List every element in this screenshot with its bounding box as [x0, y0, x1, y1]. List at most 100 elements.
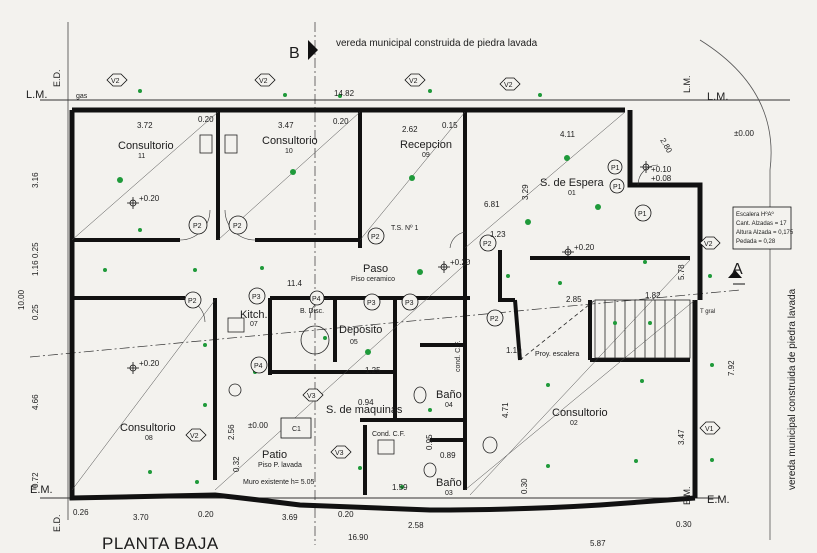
room-esp-num: 01	[568, 190, 576, 197]
lm-corner-label: L.M.	[682, 75, 692, 93]
dim-125: 1.25	[365, 366, 381, 375]
room-c02-name: Consultorio	[552, 407, 608, 419]
dim-370: 3.70	[133, 513, 149, 522]
stair-spec-3: Altura Alzada = 0,175	[736, 230, 794, 236]
room-cond-cf-name: cond. C.F.	[455, 340, 462, 372]
level-1: +0.20	[139, 194, 160, 203]
window-tags	[106, 73, 721, 459]
room-esp-name: S. de Espera	[540, 177, 604, 189]
room-ts-name: T.S. Nº 1	[391, 225, 419, 232]
muro-label: Muro existente h= 5.05	[243, 479, 315, 486]
section-a-label: A	[732, 261, 743, 278]
room-bano04-name: Baño	[436, 389, 462, 401]
ed-bottom-label: E.D.	[52, 514, 62, 532]
tag-p2-f: P2	[490, 316, 499, 323]
dim-372: 3.72	[137, 121, 153, 130]
dim-369: 3.69	[282, 513, 298, 522]
dim-182: 1.82	[645, 291, 661, 300]
em-corner-label: E.M.	[682, 486, 692, 505]
room-proy-name: Proy. escalera	[535, 351, 579, 358]
dim-681: 6.81	[484, 200, 500, 209]
dim-1000: 10.00	[17, 289, 26, 310]
level-6: +0.10	[651, 165, 672, 174]
dim-329: 3.29	[521, 184, 530, 200]
tag-v1: V1	[705, 426, 714, 433]
dim-020d: 0.20	[338, 510, 354, 519]
dim-026: 0.26	[73, 508, 89, 517]
em-right-label: E.M.	[707, 494, 730, 506]
dim-411: 4.11	[560, 130, 576, 139]
room-c02-num: 02	[570, 420, 578, 427]
room-c10-num: 10	[285, 148, 293, 155]
door-tags	[184, 159, 652, 374]
lm-right-label: L.M.	[707, 91, 728, 103]
tag-p3-c: P3	[405, 300, 414, 307]
dim-316: 3.16	[31, 172, 40, 188]
room-bdisc-name: B. Disc.	[300, 308, 324, 315]
t-gral-label: T gral	[700, 309, 715, 315]
tag-p2-e: P2	[188, 298, 197, 305]
dim-025b: 0.25	[31, 304, 40, 320]
gas-label: gas	[76, 93, 88, 100]
dim-256: 2.56	[227, 424, 236, 440]
room-c10-name: Consultorio	[262, 135, 318, 147]
dim-285: 2.85	[566, 295, 582, 304]
dim-094: 0.94	[358, 398, 374, 407]
dim-030: 0.30	[676, 520, 692, 529]
tag-v3-b: V3	[335, 450, 344, 457]
tag-v2-f: V2	[190, 433, 199, 440]
level-5: ±0.00	[248, 421, 269, 430]
dim-1690: 16.90	[348, 533, 369, 542]
dim-792: 7.92	[727, 360, 736, 376]
level-marks	[127, 161, 652, 374]
level-8: ±0.00	[734, 129, 755, 138]
level-2: +0.20	[139, 359, 160, 368]
tag-p2-a: P2	[193, 223, 202, 230]
dim-466: 4.66	[31, 394, 40, 410]
room-bano03-num: 03	[445, 490, 453, 497]
room-kit-num: 07	[250, 321, 258, 328]
plan-title: PLANTA BAJA	[102, 534, 219, 553]
lm-left-label: L.M.	[26, 89, 47, 101]
dim-578: 5.78	[677, 264, 686, 280]
stair	[519, 299, 691, 361]
room-patio-sub: Piso P. lavada	[258, 462, 302, 469]
dim-032: 0.32	[232, 456, 241, 472]
dim-030b: 0.30	[520, 478, 529, 494]
light-points	[103, 89, 714, 489]
room-rec-num: 09	[422, 152, 430, 159]
tag-p2-d: P2	[483, 241, 492, 248]
top-street-label: vereda municipal construida de piedra la…	[336, 38, 538, 49]
right-street-label: vereda municipal construida de piedra la…	[787, 288, 798, 490]
room-bano03-name: Baño	[436, 477, 462, 489]
tag-c1: C1	[292, 426, 301, 433]
tag-p2-b: P2	[233, 223, 242, 230]
tag-v2-c: V2	[409, 78, 418, 85]
section-a-line	[29, 289, 741, 358]
room-paso-sub: Piso ceramico	[351, 276, 395, 283]
room-patio-name: Patio	[262, 449, 287, 461]
dim-110: 1.10	[506, 346, 522, 355]
em-left-label: E.M.	[30, 484, 53, 496]
room-c11-num: 11	[138, 153, 145, 160]
tag-v2-a: V2	[111, 78, 120, 85]
room-c08-name: Consultorio	[120, 422, 176, 434]
stair-spec-1: Escalera HºAº	[736, 211, 775, 218]
room-rec-name: Recepcion	[400, 139, 452, 151]
tag-v2-d: V2	[504, 82, 513, 89]
room-dep-name: Deposito	[339, 324, 382, 336]
dim-347: 3.47	[278, 121, 294, 130]
dim-020a: 0.20	[198, 115, 214, 124]
tag-p2-c: P2	[371, 234, 380, 241]
tag-p4-b: P4	[312, 296, 321, 303]
dim-020c: 0.20	[198, 510, 214, 519]
tag-v2-b: V2	[259, 78, 268, 85]
c1-box	[280, 417, 312, 439]
dim-095: 0.95	[425, 434, 434, 450]
section-arrows	[308, 40, 742, 278]
room-bano04-num: 04	[445, 402, 453, 409]
tag-v2-e: V2	[704, 241, 713, 248]
